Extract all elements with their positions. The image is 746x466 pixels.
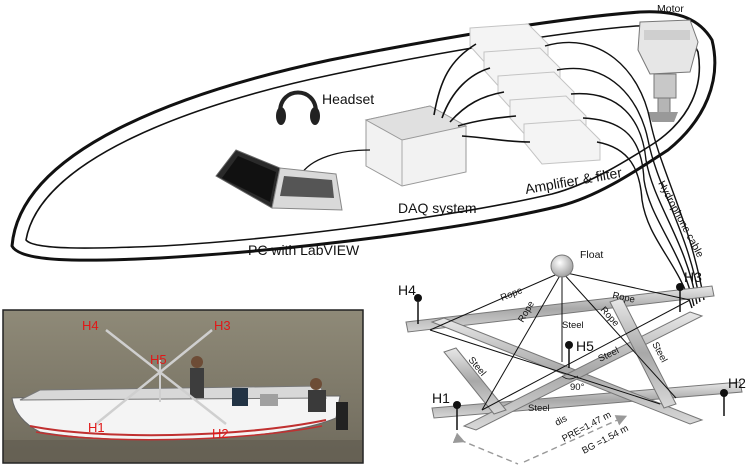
boat-outline (10, 10, 717, 262)
photo-h5-label: H5 (150, 352, 167, 367)
photo-h4-label: H4 (82, 318, 99, 333)
daq-box (364, 105, 468, 187)
photo-h2-label: H2 (212, 426, 229, 441)
photo-h1-label: H1 (88, 420, 105, 435)
hydrophone-h4 (414, 294, 422, 324)
h2-label: H2 (728, 375, 746, 391)
rope-label-1: Rope (499, 285, 524, 304)
laptop-icon (215, 149, 343, 211)
hydrophone-h1 (453, 401, 461, 430)
steel-frame (405, 285, 743, 431)
amplifier-filter-stack (469, 23, 601, 165)
headset-icon (276, 90, 320, 125)
signal-cables (299, 43, 531, 177)
motor-label: Motor (657, 3, 684, 15)
h4-label: H4 (398, 282, 416, 298)
angle-label: 90° (570, 382, 585, 393)
dis-dimension (452, 415, 628, 465)
hydrophone-cable-bundle (544, 41, 705, 309)
headset-label: Headset (322, 91, 374, 107)
hydrophone-h3 (676, 283, 684, 312)
h3-label: H3 (684, 269, 702, 285)
float-label: Float (580, 249, 603, 261)
pc-label: PC with LabVIEW (248, 242, 360, 258)
ropes (429, 271, 691, 411)
h1-label: H1 (432, 390, 450, 406)
photo-inset (2, 309, 364, 464)
hydrophone-h5 (565, 341, 573, 368)
daq-label: DAQ system (398, 200, 477, 216)
amplifier-label: Amplifier & filter (524, 164, 624, 197)
h5-label: H5 (576, 338, 594, 354)
rope-label-2: Rope (611, 290, 636, 305)
steel-label-bottom: Steel (528, 403, 550, 414)
hydrophone-h2 (720, 389, 728, 416)
right-angle-marker (561, 375, 579, 380)
photo-h3-label: H3 (214, 318, 231, 333)
dis-label: dis (553, 413, 569, 429)
motor-icon (637, 19, 699, 122)
float-icon (550, 254, 574, 278)
steel-label-top: Steel (562, 320, 584, 331)
